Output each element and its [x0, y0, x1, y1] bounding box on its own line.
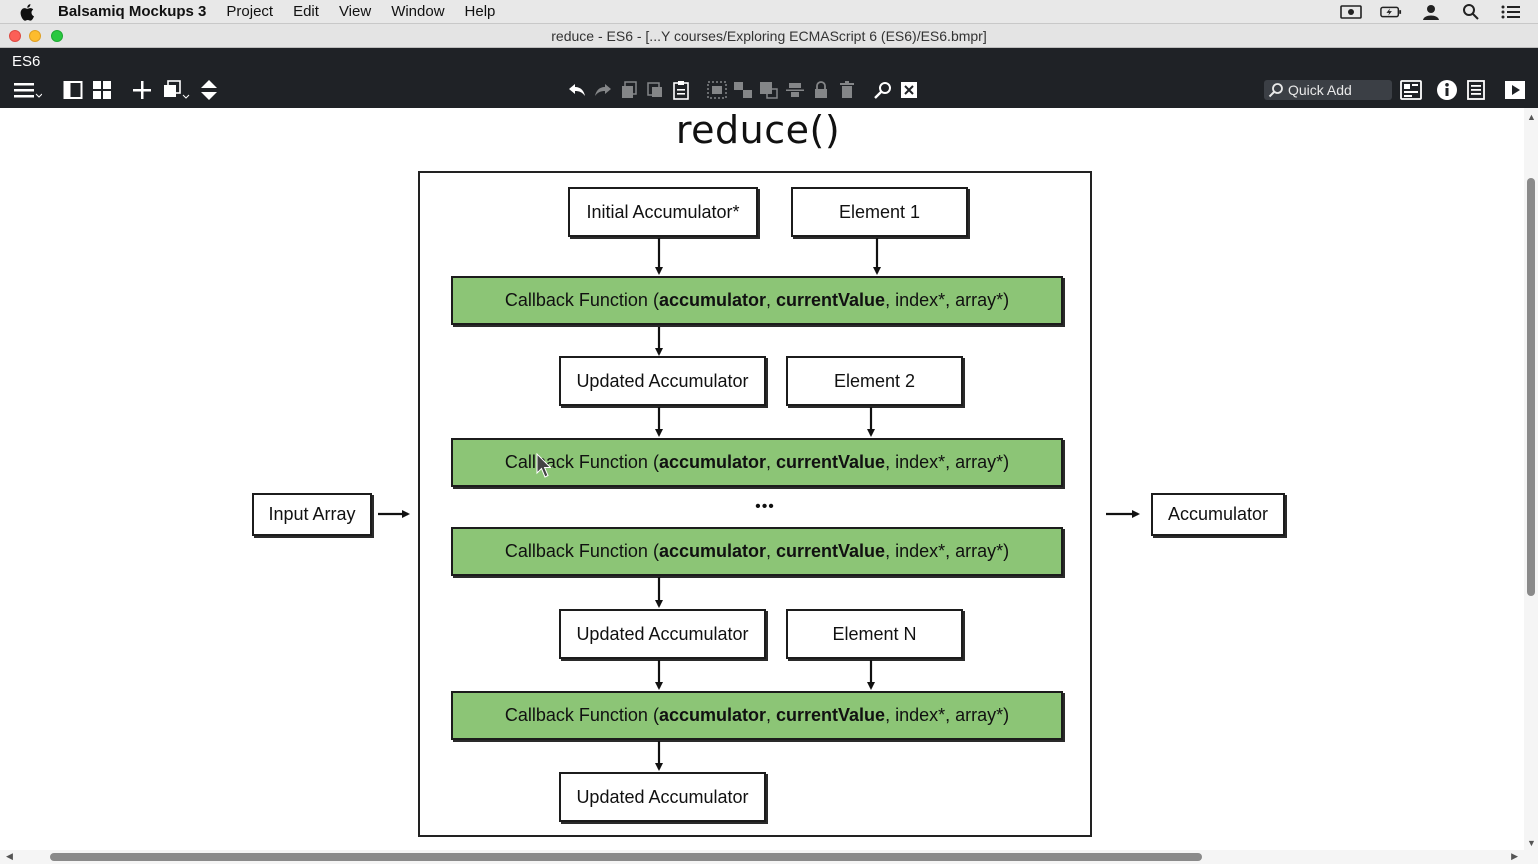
app-name-menu[interactable]: Balsamiq Mockups 3	[58, 3, 207, 20]
callback-suffix: , index*, array*)	[885, 452, 1010, 472]
spotlight-search-icon[interactable]	[1460, 2, 1482, 22]
menu-bar: Balsamiq Mockups 3 Project Edit View Win…	[0, 0, 1538, 24]
undo-icon[interactable]	[566, 78, 588, 102]
add-icon[interactable]	[131, 78, 153, 102]
callback-param-current-value: currentValue	[776, 705, 886, 725]
info-icon[interactable]	[1435, 78, 1459, 102]
callback-suffix: , index*, array*)	[885, 290, 1010, 310]
user-icon[interactable]	[1420, 2, 1442, 22]
menu-view[interactable]: View	[338, 3, 372, 20]
bring-forward-icon[interactable]	[758, 78, 780, 102]
diagram-title: reduce()	[675, 108, 841, 152]
scroll-down-icon[interactable]: ▼	[1527, 838, 1536, 848]
scroll-up-icon[interactable]: ▲	[1527, 112, 1536, 122]
window-maximize-button[interactable]	[51, 30, 63, 42]
lock-icon[interactable]	[810, 78, 832, 102]
ellipsis-indicator: •••	[755, 498, 775, 515]
callback-function-box: Callback Function (accumulator, currentV…	[451, 691, 1063, 740]
callback-prefix: Callback Function (	[504, 541, 659, 561]
element-1-box: Element 1	[791, 187, 968, 237]
document-tab[interactable]: ES6	[12, 53, 41, 70]
initial-accumulator-box: Initial Accumulator*	[568, 187, 758, 237]
grid-view-icon[interactable]	[91, 78, 113, 102]
window-title-bar: reduce - ES6 - [...Y courses/Exploring E…	[0, 24, 1538, 48]
element-n-box: Element N	[786, 609, 963, 659]
scroll-left-icon[interactable]: ◀	[6, 851, 13, 861]
callback-function-box: Callback Function (accumulator, currentV…	[451, 438, 1063, 487]
reorder-icon[interactable]	[198, 78, 220, 102]
vertical-scroll-thumb[interactable]	[1527, 178, 1535, 596]
window-close-button[interactable]	[9, 30, 21, 42]
callback-param-current-value: currentValue	[776, 290, 886, 310]
callback-separator: ,	[766, 541, 777, 561]
callback-suffix: , index*, array*)	[885, 541, 1010, 561]
flow-arrows	[378, 238, 1140, 771]
menu-help[interactable]: Help	[464, 3, 496, 20]
callback-param-current-value: currentValue	[776, 541, 886, 561]
duplicate-icon[interactable]	[162, 78, 190, 102]
callback-param-accumulator: accumulator	[658, 541, 766, 561]
callback-separator: ,	[766, 290, 777, 310]
horizontal-scrollbar[interactable]: ◀ ▶	[0, 850, 1524, 864]
callback-param-current-value: currentValue	[776, 452, 886, 472]
clear-selection-icon[interactable]	[898, 78, 920, 102]
accumulator-output-box: Accumulator	[1151, 493, 1285, 536]
quick-add-input[interactable]	[1288, 82, 1388, 98]
align-icon[interactable]	[784, 78, 806, 102]
menu-project[interactable]: Project	[226, 3, 274, 20]
paste-icon[interactable]	[670, 78, 692, 102]
copy-icon[interactable]	[618, 78, 640, 102]
search-icon	[1268, 83, 1283, 98]
callback-separator: ,	[766, 705, 777, 725]
properties-icon[interactable]	[1464, 78, 1488, 102]
panel-toggle-icon[interactable]	[62, 78, 84, 102]
group-icon[interactable]	[706, 78, 728, 102]
ui-library-icon[interactable]	[1399, 78, 1423, 102]
battery-icon[interactable]	[1380, 2, 1402, 22]
mouse-cursor-icon	[536, 453, 552, 478]
scroll-right-icon[interactable]: ▶	[1511, 851, 1518, 861]
menu-edit[interactable]: Edit	[293, 3, 319, 20]
notification-list-icon[interactable]	[1500, 2, 1522, 22]
updated-accumulator-box: Updated Accumulator	[559, 356, 766, 406]
callback-param-accumulator: accumulator	[658, 452, 766, 472]
callback-prefix: Callback Function (	[504, 290, 659, 310]
callback-param-accumulator: accumulator	[658, 290, 766, 310]
ungroup-icon[interactable]	[732, 78, 754, 102]
mockup-canvas[interactable]: reduce() Initial Accumulator* Element 1 …	[0, 108, 1524, 850]
callback-param-accumulator: accumulator	[658, 705, 766, 725]
callback-separator: ,	[766, 452, 777, 472]
menu-window[interactable]: Window	[391, 3, 445, 20]
presentation-mode-icon[interactable]	[1503, 78, 1527, 102]
callback-function-box: Callback Function (accumulator, currentV…	[451, 527, 1063, 576]
updated-accumulator-box: Updated Accumulator	[559, 609, 766, 659]
element-2-box: Element 2	[786, 356, 963, 406]
updated-accumulator-box: Updated Accumulator	[559, 772, 766, 822]
window-title: reduce - ES6 - [...Y courses/Exploring E…	[551, 28, 987, 44]
toolbar: ES6	[0, 48, 1538, 108]
scrollbar-corner	[1524, 850, 1538, 864]
hamburger-menu-icon[interactable]	[12, 78, 42, 102]
input-array-box: Input Array	[252, 493, 372, 536]
screen-record-icon[interactable]	[1340, 2, 1362, 22]
callback-function-box: Callback Function (accumulator, currentV…	[451, 276, 1063, 325]
redo-icon[interactable]	[592, 78, 614, 102]
callback-suffix: , index*, array*)	[885, 705, 1010, 725]
quick-add-field[interactable]	[1264, 80, 1392, 100]
vertical-scrollbar[interactable]: ▲ ▼	[1524, 108, 1538, 850]
horizontal-scroll-thumb[interactable]	[50, 853, 1202, 861]
callback-prefix: Callback Function (	[504, 705, 659, 725]
find-icon[interactable]	[872, 78, 894, 102]
cut-icon[interactable]	[644, 78, 666, 102]
trash-icon[interactable]	[836, 78, 858, 102]
window-minimize-button[interactable]	[29, 30, 41, 42]
apple-icon[interactable]	[20, 3, 40, 21]
